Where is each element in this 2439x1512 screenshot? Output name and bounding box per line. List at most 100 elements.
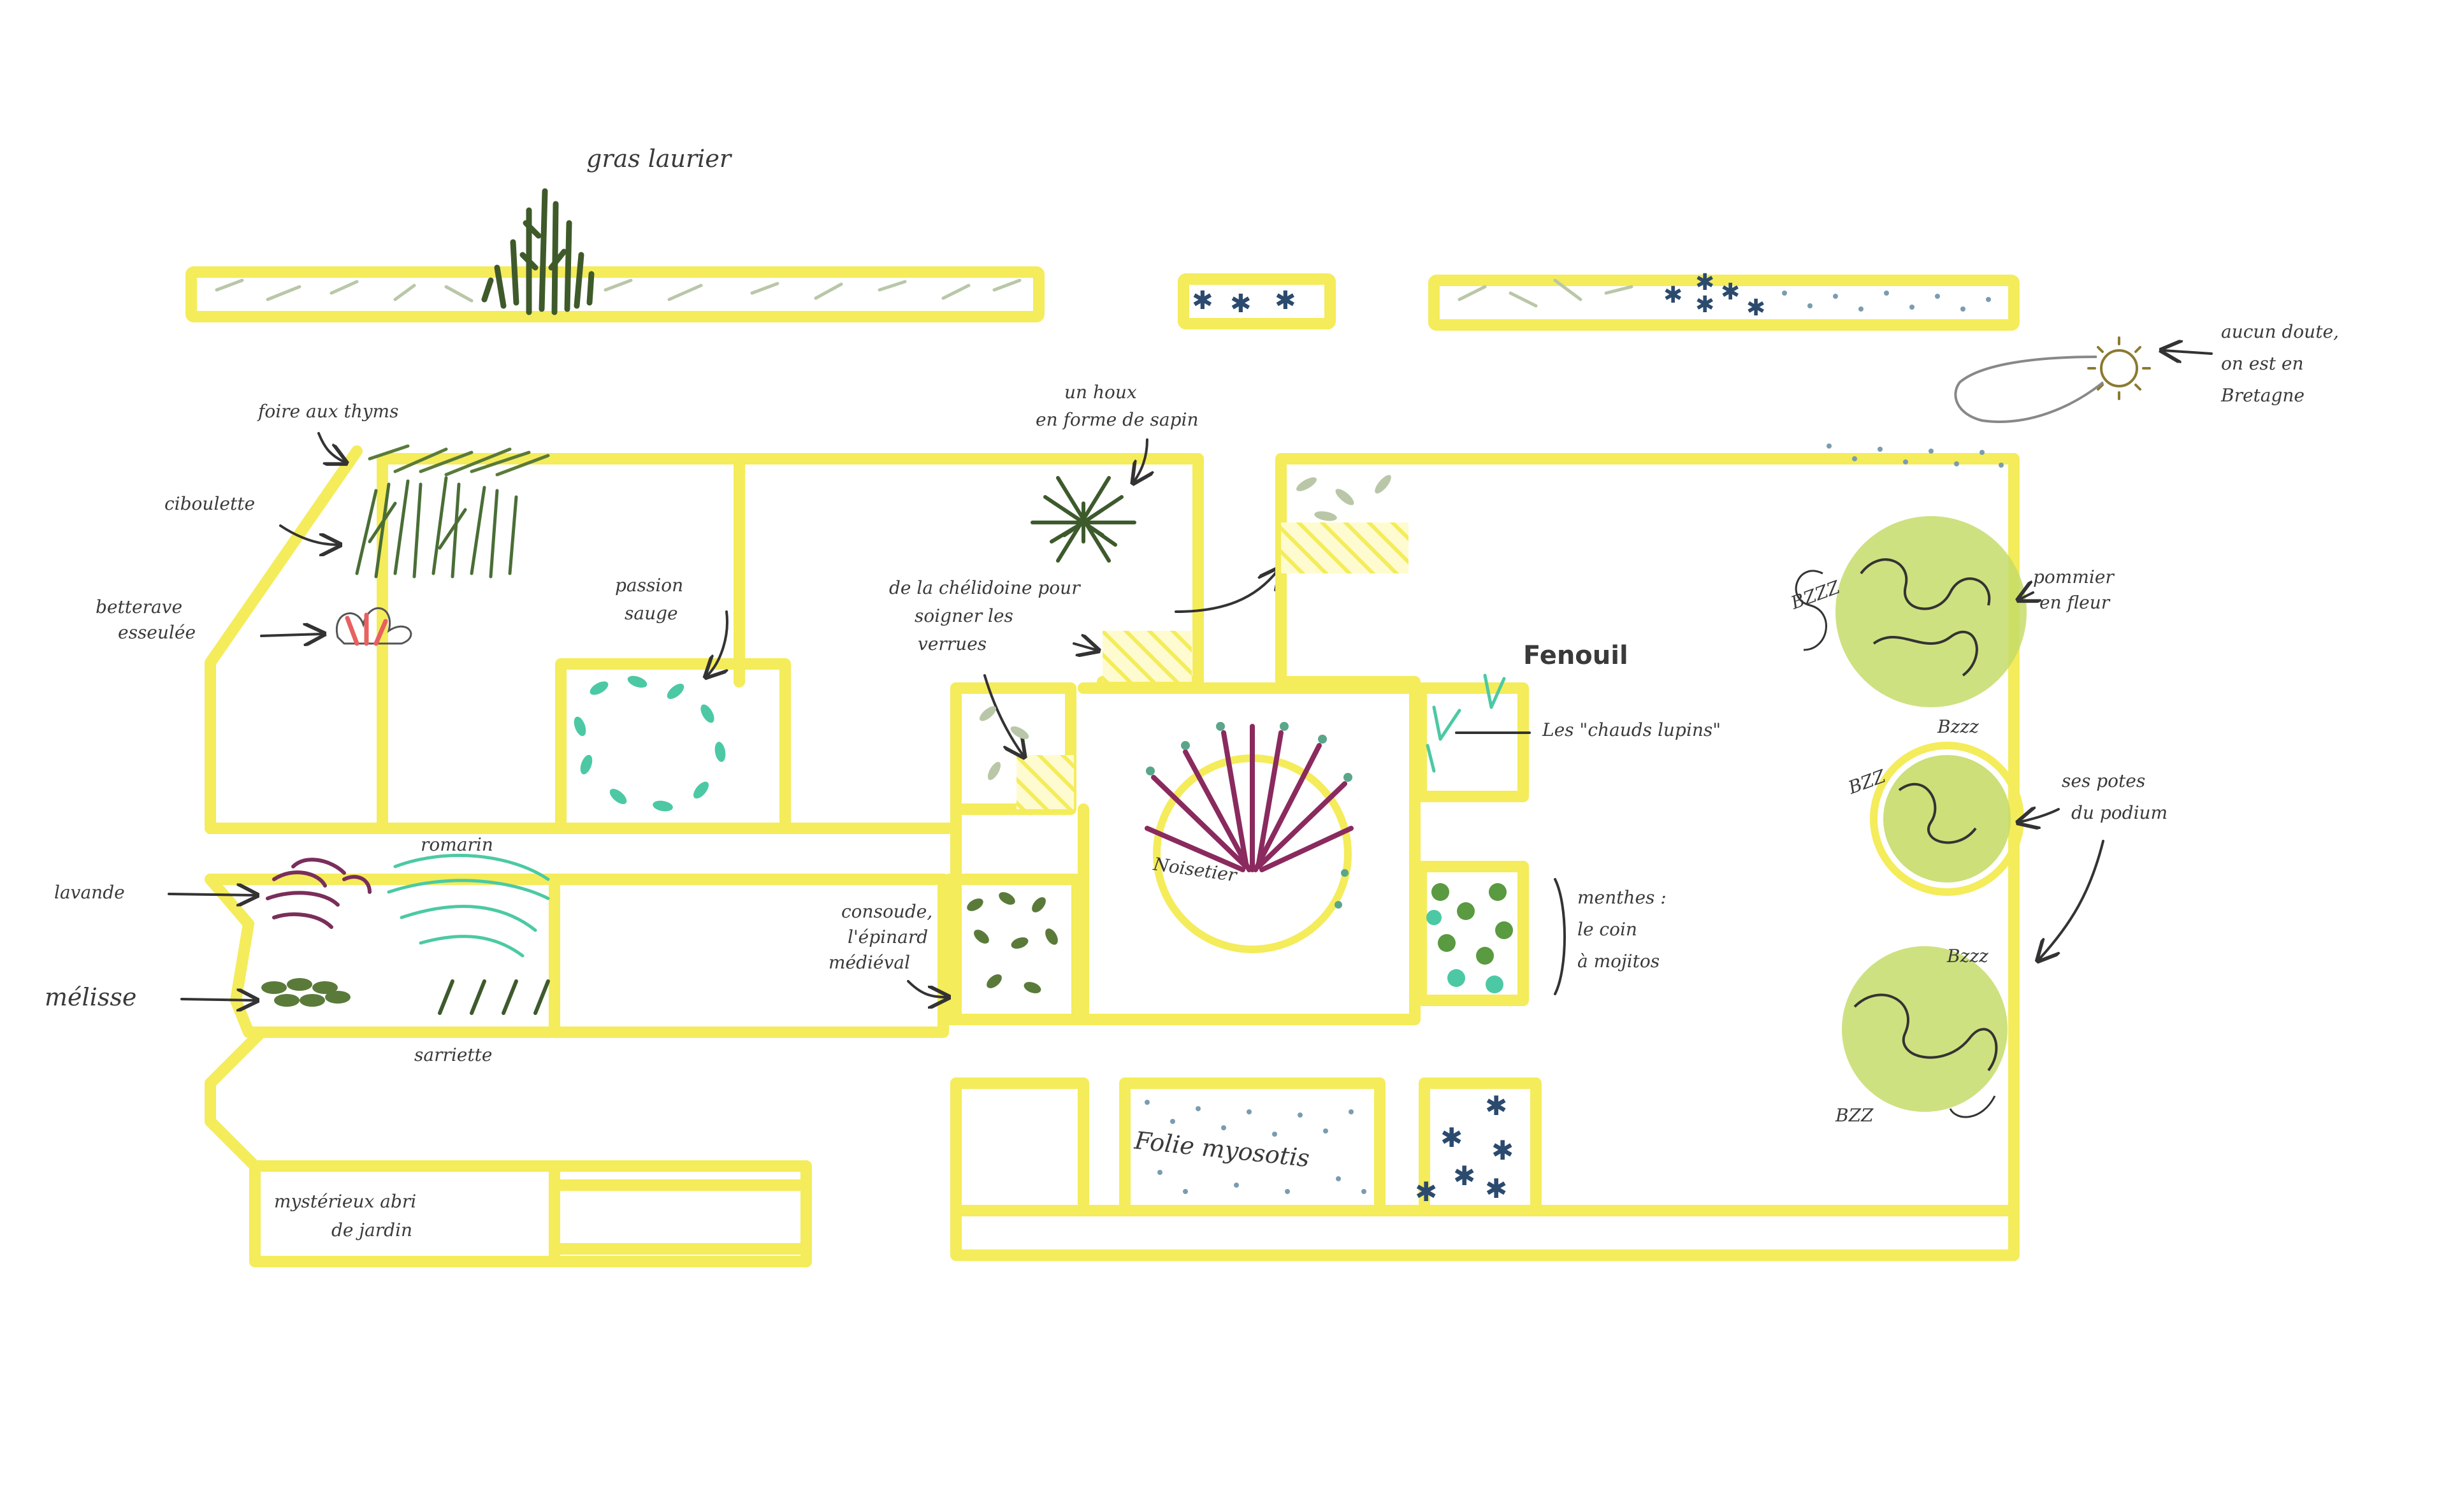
- melisse-patch: [261, 978, 351, 1007]
- bed-lower-left: [205, 874, 560, 1038]
- top-hedge-right: ✱✱✱ ✱✱: [1428, 270, 2020, 331]
- label-foire-aux-thyms: foire aux thyms: [257, 401, 398, 422]
- top-hedge-middle: ✱ ✱ ✱: [1178, 273, 1336, 329]
- label-bretagne-2: on est en: [2221, 353, 2304, 374]
- arrow-chelidoine-3: [1175, 570, 1278, 613]
- arrow-thyms: [317, 432, 344, 462]
- arrow-bretagne: [2164, 350, 2213, 354]
- label-romarin: romarin: [421, 834, 493, 855]
- hazel-leaves: [1146, 722, 1352, 909]
- label-menthes-1: menthes :: [1577, 887, 1667, 908]
- arrow-consoude: [907, 980, 946, 997]
- label-menthes-2: le coin: [1577, 919, 1637, 940]
- label-lavande: lavande: [54, 882, 125, 903]
- bed-herbs-left: [205, 445, 745, 834]
- svg-text:✱: ✱: [1695, 270, 1714, 296]
- arrow-betterave: [260, 634, 322, 636]
- svg-text:✱: ✱: [1192, 286, 1213, 315]
- label-menthes-3: à mojitos: [1577, 951, 1660, 972]
- label-potes-1: ses potes: [2062, 770, 2145, 791]
- label-chelidoine-3: verrues: [918, 633, 987, 654]
- svg-text:✱: ✱: [1440, 1122, 1463, 1153]
- myosotis-speckles: [1145, 1100, 1366, 1194]
- label-pommier-1: pommier: [2033, 566, 2115, 587]
- cloud-icon: [1954, 356, 2104, 423]
- bed-lower-middle: [549, 874, 949, 1038]
- label-gras-laurier: gras laurier: [586, 145, 733, 173]
- label-houx-2: en forme de sapin: [1036, 409, 1199, 430]
- arrow-melisse: [180, 999, 255, 1000]
- label-abri-2: de jardin: [331, 1220, 412, 1241]
- bed-abri-outline: [205, 1026, 812, 1267]
- hatch-chelidoine-1: [1103, 631, 1192, 682]
- beet-plant: [335, 607, 412, 646]
- label-pommier-2: en fleur: [2039, 592, 2111, 613]
- bed-consoude: [944, 874, 1083, 1025]
- svg-text:✱: ✱: [1485, 1090, 1507, 1121]
- label-bzzz-4: Bzzz: [1946, 946, 1988, 967]
- label-ciboulette: ciboulette: [164, 493, 255, 514]
- top-hedge-left: [185, 266, 1045, 322]
- bracket-menthes: [1554, 878, 1566, 995]
- label-sarriette: sarriette: [414, 1044, 492, 1065]
- rosemary-patch: [387, 854, 550, 958]
- label-betterave-2: esseulée: [118, 622, 196, 643]
- label-houx-1: un houx: [1064, 382, 1137, 403]
- svg-text:✱: ✱: [1453, 1160, 1475, 1192]
- apple-tree-second: [1870, 742, 2024, 896]
- label-betterave-1: betterave: [96, 596, 182, 617]
- bed-menthes: [1415, 861, 1529, 1006]
- label-consoude-1: consoude,: [841, 901, 932, 922]
- hazel-tree: [1145, 724, 1354, 872]
- myosotis-stars: ✱✱✱ ✱✱✱: [1415, 1090, 1514, 1207]
- bed-abri-inner: [549, 1179, 812, 1255]
- chives-patch: [355, 476, 518, 579]
- svg-text:✱: ✱: [1230, 289, 1252, 319]
- label-consoude-2: l'épinard: [848, 926, 928, 947]
- svg-text:✱: ✱: [1491, 1135, 1514, 1166]
- holly-bush: [1031, 476, 1136, 563]
- sage-plant: [574, 675, 726, 812]
- fennel-plant: [1426, 673, 1506, 773]
- thyme-patch: [368, 444, 550, 477]
- arrow-pommier: [2020, 593, 2033, 599]
- arrow-ciboulette: [279, 524, 338, 545]
- label-melisse: mélisse: [45, 983, 136, 1011]
- bed-myosotis-stars: [1419, 1077, 1542, 1216]
- chelidoine-plants: [979, 475, 1391, 781]
- svg-text:✱: ✱: [1663, 282, 1683, 308]
- arrow-houx: [1134, 438, 1147, 481]
- bed-fenouil: [1415, 682, 1529, 802]
- apple-tree-flower-speckles: [1827, 443, 2004, 468]
- label-potes-2: du podium: [2071, 802, 2168, 823]
- consoude-plant: [967, 892, 1058, 993]
- label-bretagne-3: Bretagne: [2220, 385, 2305, 406]
- apple-tree-third: [1842, 946, 2008, 1118]
- label-chauds-lupins: Les "chauds lupins": [1542, 719, 1721, 740]
- bed-myosotis-inner: [1119, 1077, 1386, 1216]
- label-chelidoine-1: de la chélidoine pour: [889, 577, 1081, 598]
- apple-tree-main: [1795, 516, 2027, 707]
- lavender-patch: [266, 858, 372, 929]
- hatch-chelidoine-3: [1281, 522, 1408, 573]
- arrow-chelidoine-2: [983, 674, 1023, 755]
- label-fenouil: Fenouil: [1523, 641, 1628, 670]
- label-abri-1: mystérieux abri: [274, 1191, 416, 1212]
- label-myosotis: Folie myosotis: [1133, 1126, 1311, 1172]
- svg-text:✱: ✱: [1485, 1173, 1507, 1204]
- sun-icon: [2087, 336, 2151, 400]
- label-bzzz-2: Bzzz: [1937, 716, 1979, 737]
- arrow-sauge: [707, 610, 727, 675]
- laurier-bush: [481, 188, 595, 315]
- svg-text:✱: ✱: [1415, 1176, 1437, 1207]
- arrow-potes-1: [2020, 809, 2060, 822]
- sarriette-patch: [438, 979, 550, 1015]
- svg-text:✱: ✱: [1275, 286, 1296, 315]
- svg-text:✱: ✱: [1695, 292, 1714, 318]
- hatch-chelidoine-2: [1017, 755, 1074, 809]
- label-bzzz-5: BZZ: [1835, 1105, 1874, 1126]
- svg-text:✱: ✱: [1721, 279, 1740, 305]
- label-bretagne-1: aucun doute,: [2221, 321, 2339, 342]
- arrow-chelidoine-1: [1073, 644, 1096, 650]
